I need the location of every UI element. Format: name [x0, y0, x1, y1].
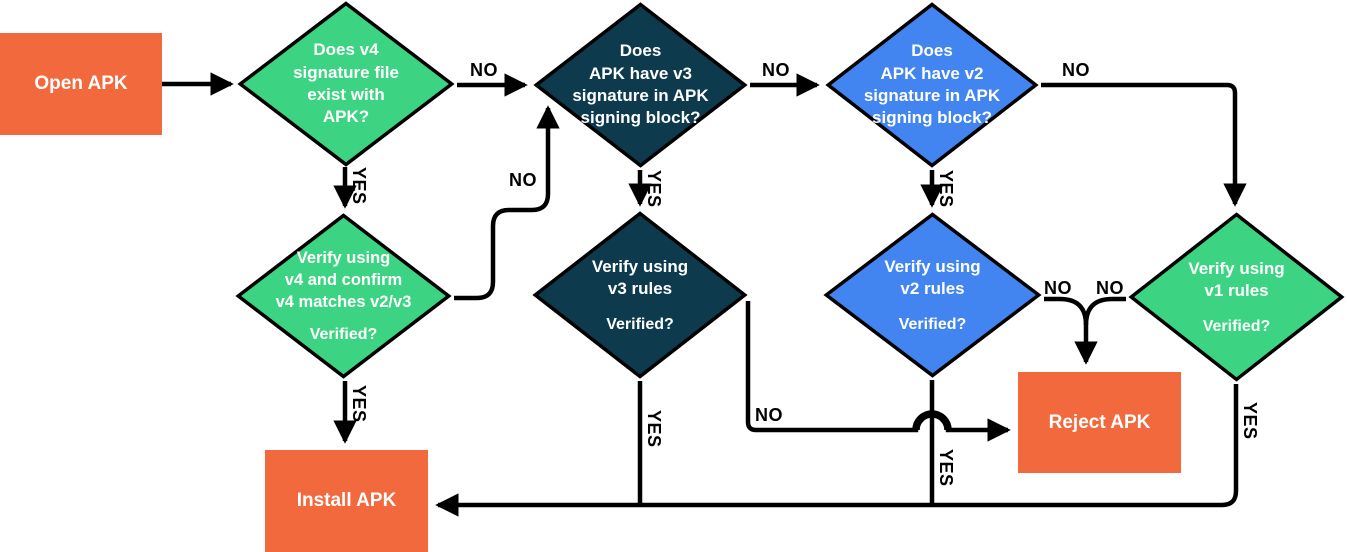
reject-apk-shape [1018, 372, 1181, 473]
node-question-v4: Does v4 signature file exist with APK? [237, 1, 455, 167]
edge-label-yes-verifyv3: YES [644, 410, 664, 448]
edge-label-no-qv3: NO [762, 60, 790, 80]
verify-v3-shape [535, 214, 745, 377]
edge-label-no-qv2: NO [1062, 60, 1090, 80]
node-open-apk: Open APK [0, 33, 162, 135]
node-verify-v2: Verify using v2 rules Verified? [823, 212, 1042, 378]
bridge-hop [912, 410, 952, 431]
edge-label-yes-qv2: YES [936, 170, 956, 208]
node-question-v2: Does APK have v2 signature in APK signin… [825, 2, 1039, 168]
question-v2-shape [828, 4, 1036, 165]
verify-v2-shape [826, 214, 1038, 375]
question-v2-label: Does APK have v2 signature in APK signin… [863, 41, 1001, 128]
edge-label-yes-qv4: YES [349, 167, 369, 205]
edge-verifyv1-no-to-reject [1083, 296, 1126, 326]
question-v3-shape [536, 4, 745, 165]
edge-label-yes-verifyv4: YES [349, 385, 369, 423]
verify-v1-label: Verify using v1 rules [1188, 258, 1285, 300]
node-verify-v1: Verify using v1 rules Verified? [1128, 212, 1345, 382]
open-apk-label: Open APK [34, 73, 128, 95]
edge-label-no-verifyv3: NO [755, 405, 783, 425]
verify-v2-label: Verify using v2 rules [884, 256, 981, 298]
question-v4-label: Does v4 signature file exist with APK? [293, 40, 399, 127]
reject-apk-label: Reject APK [1048, 411, 1151, 433]
edge-label-yes-verifyv2: YES [936, 449, 956, 487]
edge-label-yes-qv3: YES [644, 170, 664, 208]
install-apk-shape [265, 450, 428, 552]
edge-qv2-no-to-verifyv1 [1041, 82, 1247, 207]
node-install-apk: Install APK [265, 450, 428, 552]
verify-v4-shape [238, 215, 448, 376]
edge-label-no-qv4: NO [470, 60, 498, 80]
edge-label-yes-verifyv1: YES [1240, 402, 1260, 440]
verify-v4-sublabel: Verified? [309, 325, 378, 343]
edge-verifyv2-no-to-reject [1044, 296, 1098, 365]
verify-v1-shape [1131, 215, 1341, 380]
verify-v4-label: Verify using v4 and confirm v4 matches v… [275, 249, 412, 311]
edge-label-no-verifyv2: NO [1044, 278, 1072, 298]
open-apk-shape [0, 33, 162, 135]
verify-v3-label: Verify using v3 rules [591, 256, 689, 298]
verify-v1-sublabel: Verified? [1202, 318, 1271, 336]
question-v4-shape [240, 3, 451, 164]
verify-v2-sublabel: Verified? [898, 316, 967, 334]
node-verify-v4: Verify using v4 and confirm v4 matches v… [235, 213, 452, 379]
edge-label-no-verifyv1: NO [1096, 278, 1124, 298]
node-question-v3: Does APK have v3 signature in APK signin… [533, 2, 748, 168]
edge-label-no-verifyv4: NO [509, 170, 537, 190]
edge-verifyv1-yes-to-install [435, 384, 1239, 517]
edge-verifyv4-no-to-qv3 [454, 105, 560, 301]
node-verify-v3: Verify using v3 rules Verified? [532, 211, 748, 379]
question-v3-label: Does APK have v3 signature in APK signin… [572, 41, 709, 128]
verify-v3-sublabel: Verified? [606, 316, 674, 334]
install-apk-label: Install APK [296, 490, 397, 512]
node-reject-apk: Reject APK [1018, 372, 1181, 473]
